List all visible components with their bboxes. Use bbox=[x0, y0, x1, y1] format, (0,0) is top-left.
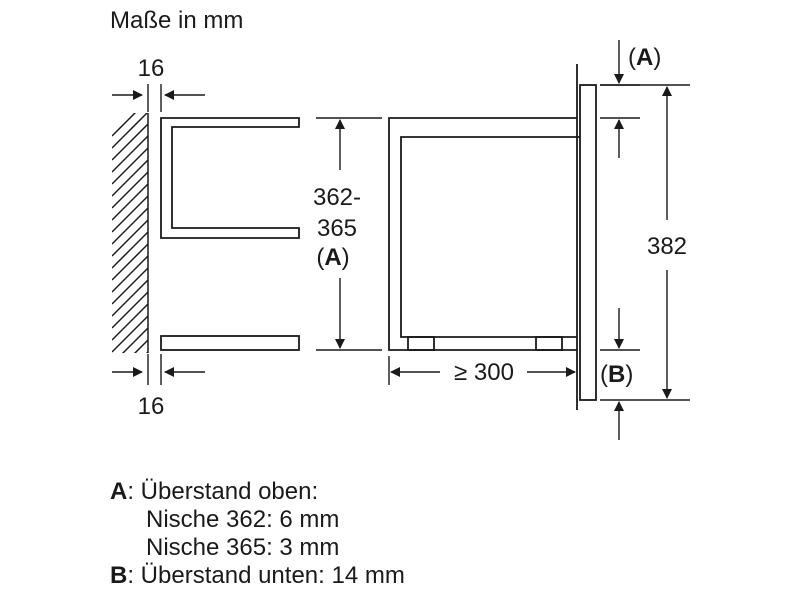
hatch-line bbox=[145, 351, 148, 353]
hatch-line bbox=[112, 159, 148, 197]
hatch-line bbox=[121, 327, 148, 353]
hatch-line bbox=[112, 123, 148, 161]
legend-key-a: A bbox=[110, 478, 128, 505]
overhang-bottom-marker bbox=[600, 308, 690, 440]
hatch-line bbox=[112, 219, 148, 257]
legend-row-b: B: Überstand unten: 14 mm bbox=[110, 562, 405, 590]
overhang-bottom-letter: B bbox=[608, 361, 625, 388]
appliance-section bbox=[388, 64, 597, 410]
hatch-line bbox=[112, 135, 148, 173]
overhang-top-letter: A bbox=[636, 44, 653, 71]
hatch-line bbox=[112, 195, 148, 233]
niche-height-paren-close: ) bbox=[342, 244, 350, 271]
total-height-dimension bbox=[600, 84, 690, 399]
hatch-line bbox=[112, 279, 148, 317]
legend-text-b: : Überstand unten: 14 mm bbox=[127, 562, 405, 589]
niche-side-view bbox=[160, 117, 300, 351]
hatch-line bbox=[112, 171, 148, 209]
hatch-line bbox=[112, 255, 148, 293]
hatch-line bbox=[112, 291, 148, 329]
legend-sub-362: Nische 362: 6 mm bbox=[146, 506, 340, 533]
overhang-bottom-paren-open: ( bbox=[600, 361, 608, 388]
diagram-title: Maße in mm bbox=[110, 7, 244, 34]
overhang-top-paren-open: ( bbox=[628, 44, 636, 71]
niche-height-line2: 365 bbox=[317, 215, 357, 242]
hatch-line bbox=[112, 315, 148, 353]
hatch-line bbox=[112, 207, 148, 245]
gap-top-dimension bbox=[112, 84, 205, 112]
depth-label: ≥ 300 bbox=[454, 359, 514, 386]
legend-text-a: : Überstand oben: bbox=[127, 478, 319, 505]
overhang-top-label: (A) bbox=[628, 44, 661, 71]
gap-bottom-label: 16 bbox=[138, 393, 165, 420]
wall-hatching bbox=[112, 113, 149, 353]
niche-height-line1: 362- bbox=[313, 184, 361, 211]
niche-height-paren-open: ( bbox=[316, 244, 324, 271]
legend-key-b: B bbox=[110, 562, 128, 589]
total-height-label: 382 bbox=[647, 233, 687, 260]
legend: A: Überstand oben: Nische 362: 6 mm Nisc… bbox=[110, 478, 405, 590]
legend-sub-365: Nische 365: 3 mm bbox=[146, 534, 340, 561]
gap-bottom-dimension bbox=[112, 354, 205, 385]
hatch-line bbox=[133, 339, 148, 353]
overhang-bottom-label: (B) bbox=[600, 361, 633, 388]
hatch-line bbox=[112, 113, 137, 137]
hatch-line bbox=[112, 231, 148, 269]
niche-height-line3: (A) bbox=[316, 244, 349, 271]
niche-height-dimension bbox=[316, 117, 382, 351]
hatch-line bbox=[112, 113, 148, 149]
niche-height-letter: A bbox=[324, 244, 341, 271]
depth-dimension bbox=[388, 356, 576, 385]
hatch-line bbox=[112, 303, 148, 341]
hatch-line bbox=[112, 183, 148, 221]
overhang-top-paren-close: ) bbox=[653, 44, 661, 71]
overhang-bottom-paren-close: ) bbox=[625, 361, 633, 388]
hatch-line bbox=[112, 147, 148, 185]
legend-row-a: A: Überstand oben: bbox=[110, 478, 405, 506]
gap-top-label: 16 bbox=[138, 55, 165, 82]
hatch-line bbox=[112, 267, 148, 305]
hatch-line bbox=[112, 243, 148, 281]
